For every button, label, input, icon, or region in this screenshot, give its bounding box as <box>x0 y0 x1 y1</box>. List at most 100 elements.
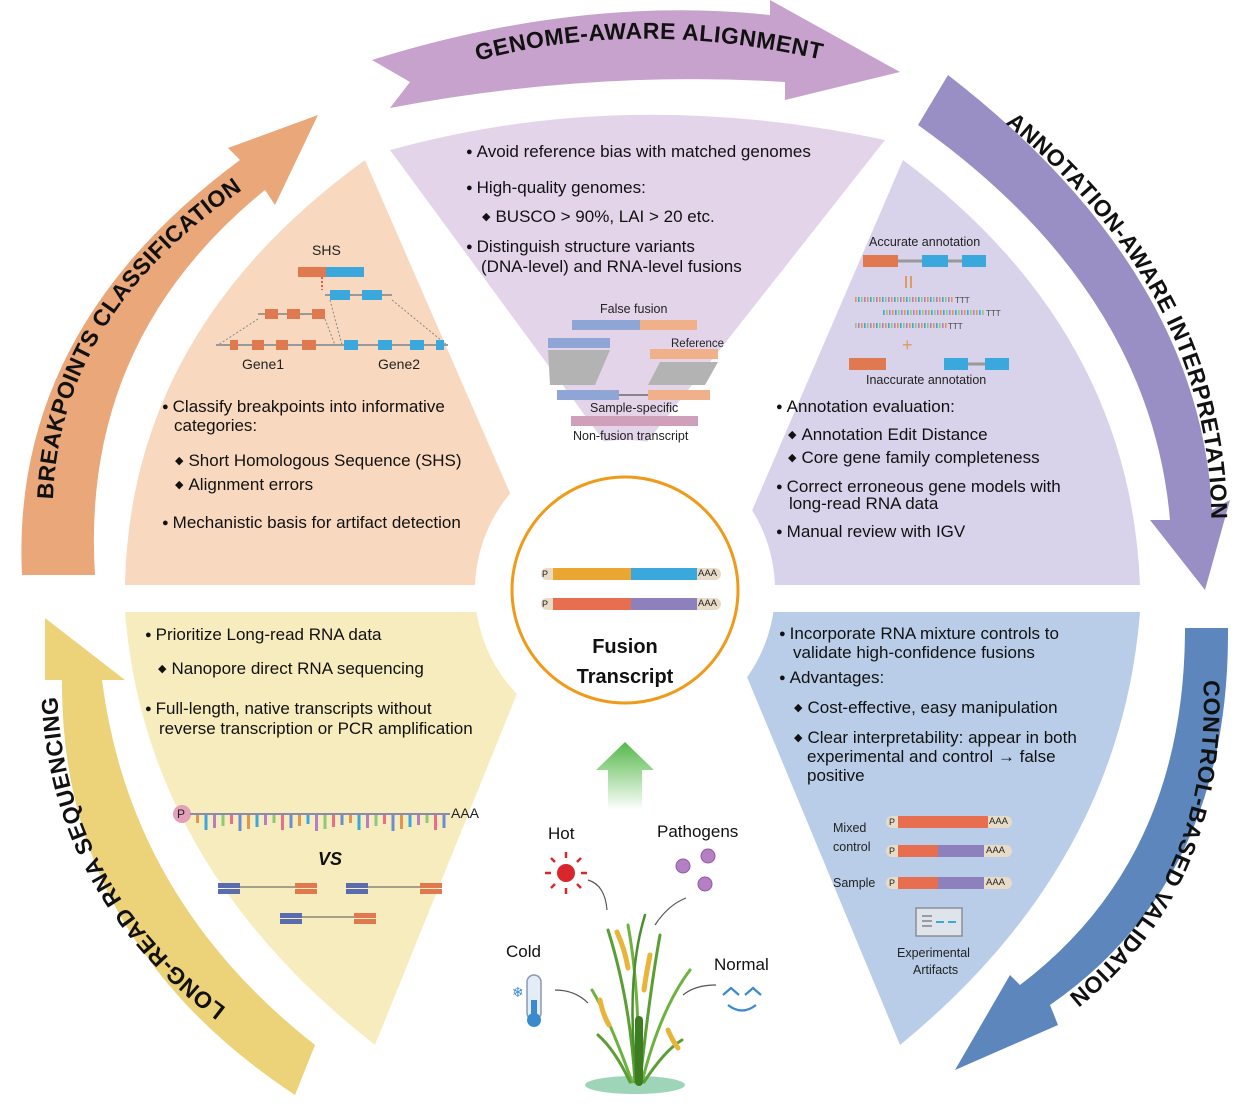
read-base <box>879 297 881 302</box>
cap-label: P <box>177 807 186 821</box>
sample-left <box>898 877 938 889</box>
read-base <box>925 310 927 315</box>
igv-screen-icon <box>915 907 963 937</box>
gene2-model-exon <box>362 290 382 300</box>
read-base <box>928 310 930 315</box>
read-base <box>909 297 911 302</box>
read-base <box>898 310 900 315</box>
longread-arc-arrow <box>45 618 315 1095</box>
false-fusion-label: False fusion <box>600 302 668 316</box>
reference-label: Reference <box>671 338 725 350</box>
annotation-bullet-2-cont: long-read RNA data <box>789 494 939 513</box>
read-base <box>907 310 909 315</box>
center-ring <box>510 475 740 705</box>
rna-base <box>323 815 327 829</box>
reference-right-bar <box>650 349 718 359</box>
annotation-bullet-2: Correct erroneous gene models with <box>776 477 1061 499</box>
rna-base <box>306 815 310 824</box>
read-base <box>886 310 888 315</box>
gene1-exon <box>252 340 264 350</box>
read-base <box>915 323 917 328</box>
read-base <box>888 297 890 302</box>
read-base <box>861 323 863 328</box>
rna-base <box>247 815 250 829</box>
breakpoints-arc-arrow <box>21 115 318 575</box>
read-base <box>891 323 893 328</box>
alignment-shade-left <box>548 350 610 385</box>
read-base <box>922 310 924 315</box>
gene1-exon <box>302 340 316 350</box>
accurate-annotation-label: Accurate annotation <box>869 235 981 249</box>
rna-base <box>272 815 276 823</box>
inaccurate-exon3 <box>985 358 1009 370</box>
read-base <box>867 323 869 328</box>
sample-cap: P <box>889 878 896 888</box>
read-base <box>973 310 975 315</box>
read-base <box>943 310 945 315</box>
read-base <box>921 323 923 328</box>
gene2-label: Gene2 <box>378 356 421 372</box>
read-base <box>873 297 875 302</box>
control-sub-bullet-2-cont2: positive <box>807 766 865 785</box>
gene1-label: Gene1 <box>242 356 285 372</box>
read-base <box>927 297 929 302</box>
sample-polya: AAA <box>986 877 1006 888</box>
read-base <box>948 297 950 302</box>
fusion-transcript-1-right <box>631 568 697 580</box>
read-base <box>934 310 936 315</box>
mixed-1-polya: AAA <box>989 816 1009 827</box>
hot-label: Hot <box>548 824 575 843</box>
read-base <box>903 323 905 328</box>
read-base <box>913 310 915 315</box>
poly-t-label: TTT <box>948 322 963 331</box>
rna-base <box>230 815 233 824</box>
breakpoints-sub-bullet-1: Short Homologous Sequence (SHS) <box>175 451 461 473</box>
rna-base <box>204 815 208 830</box>
read-base <box>855 297 857 302</box>
rna-base <box>442 815 446 828</box>
read-base <box>930 323 932 328</box>
gene1-exon <box>276 340 288 350</box>
normal-arrow <box>682 984 717 996</box>
gene2-exon <box>436 340 444 350</box>
sample-specific-label: Sample-specific <box>590 401 679 415</box>
inaccurate-exon1 <box>849 358 886 370</box>
read-base <box>979 310 981 315</box>
read-base <box>952 310 954 315</box>
mixed-control-2-left <box>898 845 938 857</box>
read-base <box>967 310 969 315</box>
vs-label: VS <box>318 849 343 869</box>
gene1-exon <box>230 340 238 350</box>
hot-arrow <box>587 879 608 911</box>
rna-base <box>332 815 335 827</box>
cdna-fragment <box>280 913 376 924</box>
sample-label: Sample <box>833 876 876 890</box>
gene1-model-exon <box>312 309 325 319</box>
read-base <box>900 323 902 328</box>
read-base <box>933 297 935 302</box>
annotation-arc-arrow <box>918 75 1230 590</box>
read-base <box>931 310 933 315</box>
gene2-exon <box>378 340 392 350</box>
up-arrow-icon <box>596 742 654 810</box>
read-base <box>858 297 860 302</box>
rna-base <box>434 815 437 830</box>
fusion-1-cap: P <box>542 569 549 579</box>
read-base <box>870 323 872 328</box>
read-base <box>894 323 896 328</box>
read-base <box>937 310 939 315</box>
read-base <box>942 323 944 328</box>
breakpoints-bullet-1: Classify breakpoints into informative <box>162 397 445 419</box>
breakpoints-bullet-2: Mechanistic basis for artifact detection <box>162 513 461 535</box>
genome-bullet-2: High-quality genomes: <box>466 178 646 200</box>
control-panel <box>720 612 1140 1045</box>
cold-arrow <box>554 989 589 1004</box>
read-base <box>918 323 920 328</box>
read-base <box>885 323 887 328</box>
fusion-transcript-2-left <box>553 598 631 610</box>
snowflake-icon: ❄ <box>512 985 524 1001</box>
reference-left-bar <box>548 338 610 348</box>
read-base <box>927 323 929 328</box>
mixed-control-1-bar <box>898 816 988 828</box>
